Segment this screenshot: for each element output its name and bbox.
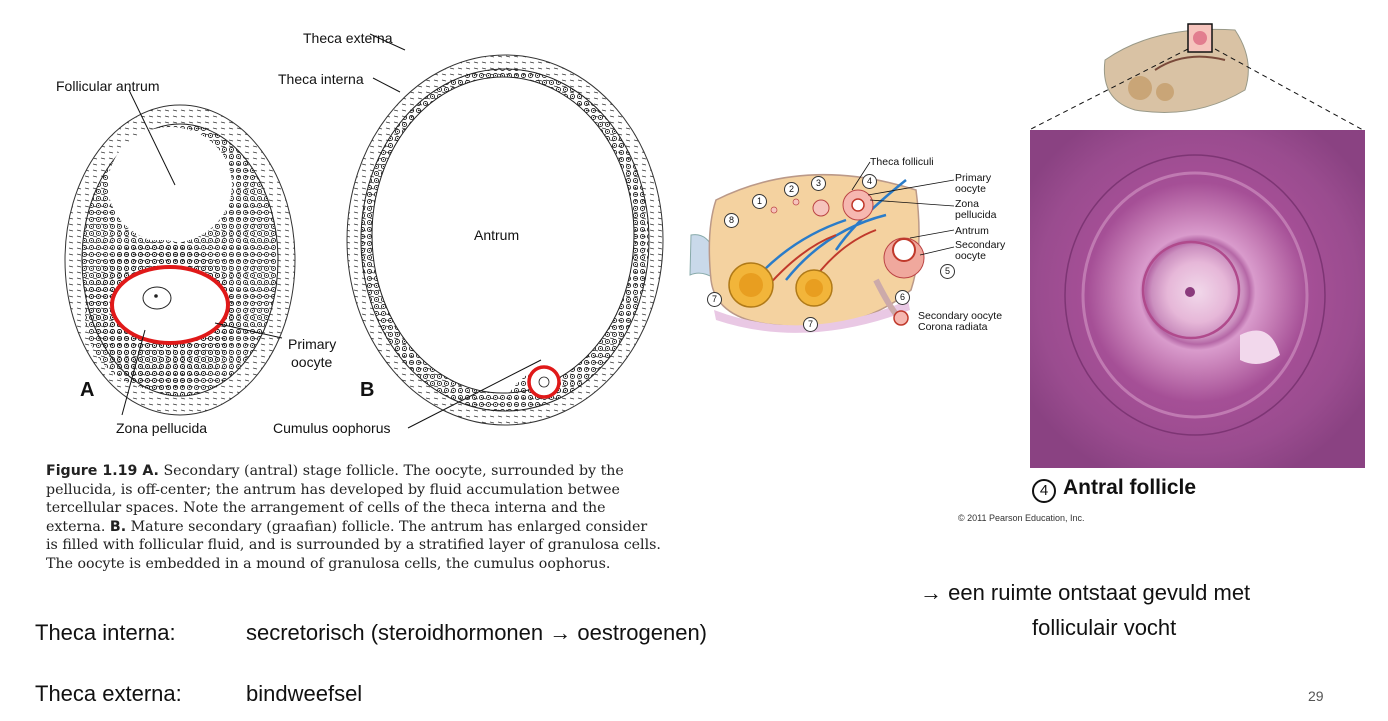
definition-term-theca-externa: Theca externa: <box>35 681 182 706</box>
label-primary-oocyte-a: Primary <box>288 336 337 352</box>
label-zona-pellucida-ovary-2: pellucida <box>955 209 997 221</box>
label-antrum-b: Antrum <box>474 227 520 243</box>
ovary-number-1: 1 <box>752 194 767 209</box>
figure-b-drawing <box>346 33 664 429</box>
label-theca-folliculi: Theca folliculi <box>870 156 934 168</box>
definition-desc-theca-externa: bindweefsel <box>246 681 363 706</box>
label-theca-externa: Theca externa <box>303 30 393 46</box>
ovary-number-6: 6 <box>895 290 910 305</box>
copyright-text: © 2011 Pearson Education, Inc. <box>958 513 1085 523</box>
micrograph-image <box>1030 130 1365 468</box>
ovary-number-8: 8 <box>724 213 739 228</box>
label-primary-oocyte-ovary: Primary <box>955 172 992 184</box>
figure-a-drawing <box>64 90 296 416</box>
ovary-number-3: 3 <box>811 176 826 191</box>
label-primary-oocyte-ovary-2: oocyte <box>955 183 986 195</box>
ovary-thumbnail <box>1103 23 1249 113</box>
micrograph-title-number: 4 <box>1032 479 1056 503</box>
label-secondary-oocyte-ovary-2: oocyte <box>955 250 986 262</box>
ovary-number-7b: 7 <box>803 317 818 332</box>
note-line-2: folliculair vocht <box>1032 615 1177 640</box>
label-antrum-ovary: Antrum <box>955 225 989 237</box>
label-follicular-antrum: Follicular antrum <box>56 78 160 94</box>
label-primary-oocyte-a-2: oocyte <box>291 354 333 370</box>
oocyte-b <box>527 365 561 399</box>
ovary-number-4: 4 <box>862 174 877 189</box>
figure-caption: Figure 1.19 A. Secondary (antral) stage … <box>46 463 661 572</box>
label-corona-radiata: Corona radiata <box>918 321 988 333</box>
caption-figure-label: Figure 1.19 A. <box>46 463 159 479</box>
ovary-number-2: 2 <box>784 182 799 197</box>
panel-label-a: A <box>80 379 95 401</box>
note-arrow: → <box>920 580 942 605</box>
definition-term-theca-interna: Theca interna: <box>35 620 176 645</box>
ovary-number-5: 5 <box>940 264 955 279</box>
panel-label-b: B <box>360 379 375 401</box>
ovary-diagram <box>689 174 925 333</box>
label-theca-interna: Theca interna <box>278 71 364 87</box>
note-line-1: → een ruimte ontstaat gevuld met <box>920 580 1251 605</box>
label-secondary-oocyte-ovulated: Secondary oocyte <box>918 310 1003 322</box>
ovary-number-7a: 7 <box>707 292 722 307</box>
ovary-leader-lines <box>851 161 955 256</box>
definition-arrow: → <box>549 620 572 645</box>
oocyte-a <box>110 265 230 345</box>
label-zona-pellucida-ovary: Zona <box>955 198 979 210</box>
micrograph-rings <box>1064 154 1326 436</box>
follicular-antrum-space <box>108 127 232 243</box>
page-number: 29 <box>1308 688 1324 704</box>
label-secondary-oocyte-ovary: Secondary <box>955 239 1006 251</box>
antrum-b <box>371 76 635 394</box>
micrograph-title: Antral follicle <box>1063 476 1197 499</box>
label-cumulus-oophorus: Cumulus oophorus <box>273 420 391 436</box>
definition-desc-theca-interna: secretorisch (steroidhormonen → oestroge… <box>246 620 708 645</box>
label-zona-pellucida: Zona pellucida <box>116 420 208 436</box>
zoom-lines <box>1028 48 1364 131</box>
